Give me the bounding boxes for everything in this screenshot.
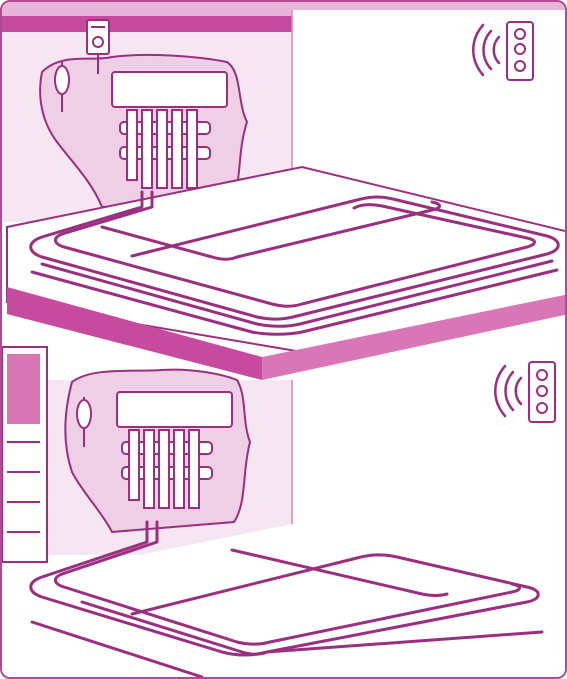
lower-wireless-signal-icon [495, 366, 521, 416]
upper-wireless-thermostat-icon [507, 22, 533, 80]
lower-wireless-thermostat-icon [529, 362, 555, 422]
lower-window-top [7, 354, 40, 424]
upper-ceiling-edge [2, 16, 292, 32]
